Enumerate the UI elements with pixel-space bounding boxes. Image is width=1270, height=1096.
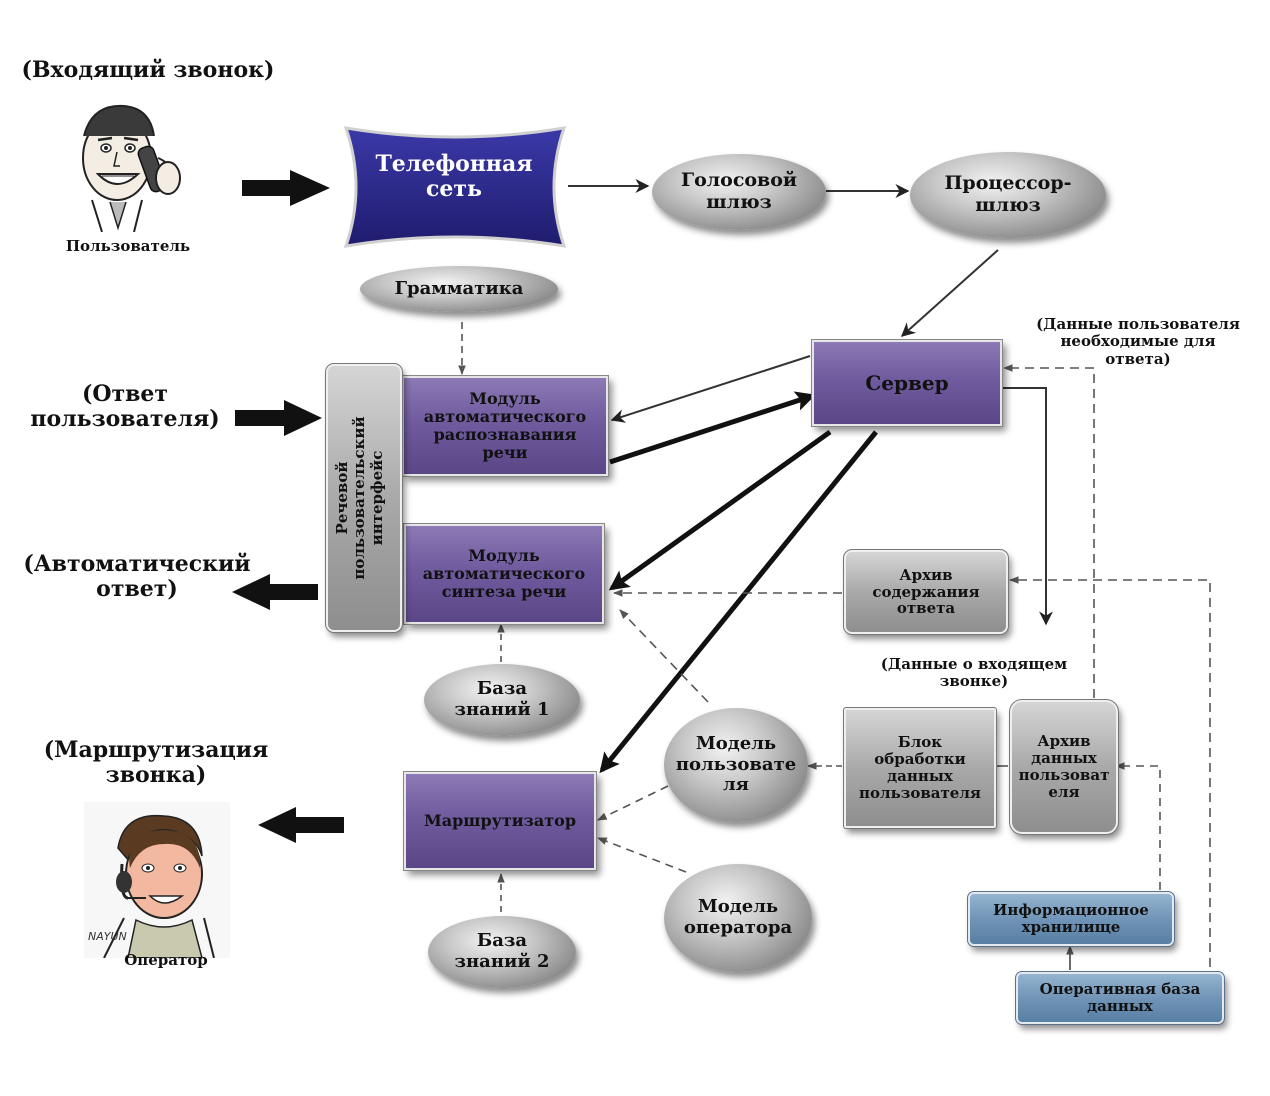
node-voice-ui xyxy=(325,363,403,633)
output-arrow-auto-answer xyxy=(232,574,318,610)
output-arrow-routing xyxy=(258,807,344,843)
label-auto-answer: (Автоматический ответ) xyxy=(23,551,251,603)
edge-server-tts xyxy=(608,429,832,591)
node-operator-model: Модель оператора xyxy=(664,864,812,972)
node-user-data-block: Блок обработки данных пользователя xyxy=(843,707,997,829)
node-user-model: Модель пользовате ля xyxy=(664,708,808,822)
label-incoming-call: (Входящий звонок) xyxy=(21,57,275,83)
label-call-routing: (Маршрутизация звонка) xyxy=(43,737,269,789)
node-info-storage: Информационное хранилище xyxy=(967,891,1175,947)
node-server: Сервер xyxy=(811,339,1003,427)
node-knowledge-base-1: База знаний 1 xyxy=(424,664,580,736)
node-voice-ui-label: Речевой пользовательский интерфейс xyxy=(333,416,386,580)
node-grammar: Грамматика xyxy=(360,266,558,312)
node-operational-db: Оперативная база данных xyxy=(1015,971,1225,1025)
phone-network-label: Телефонная сеть xyxy=(375,151,533,203)
label-incoming-call-data: (Данные о входящем звонке) xyxy=(880,655,1068,691)
edge-server-asr xyxy=(610,355,811,423)
node-asr-module: Модуль автоматического распознавания реч… xyxy=(401,375,609,477)
svg-text:NAYUN: NAYUN xyxy=(88,930,127,943)
label-user-answer: (Ответ пользователя) xyxy=(30,381,220,433)
edge-server-router xyxy=(599,430,878,774)
node-tts-module: Модуль автоматического синтеза речи xyxy=(403,523,605,625)
edge-server-userarchive xyxy=(1002,387,1053,626)
input-arrow-user-answer xyxy=(235,400,322,436)
label-operator-caption: Оператор xyxy=(124,951,208,969)
node-processor-gateway: Процессор- шлюз xyxy=(910,152,1106,238)
user-phone-icon xyxy=(82,104,181,232)
label-user-data-needed: (Данные пользователя необходимые для отв… xyxy=(1036,315,1240,368)
label-user-caption: Пользователь xyxy=(65,237,191,255)
node-router: Маршрутизатор xyxy=(403,771,597,871)
edge-processor-server xyxy=(900,249,999,337)
node-voice-gateway: Голосовой шлюз xyxy=(652,154,826,230)
edge-operatormodel-router xyxy=(597,837,687,873)
node-response-archive: Архив содержания ответа xyxy=(843,549,1009,635)
operator-headset-icon: NAYUN xyxy=(84,802,230,958)
edge-usermodel-tts xyxy=(619,609,709,703)
input-arrow-incoming xyxy=(242,170,330,206)
edge-info-userarchive xyxy=(1115,762,1161,890)
edge-asr-server xyxy=(609,391,816,465)
node-knowledge-base-2: База знаний 2 xyxy=(428,916,576,988)
phone-network-shape xyxy=(343,126,567,248)
edge-userarchive-server xyxy=(1003,364,1095,698)
node-user-data-archive: Архив данных пользоват еля xyxy=(1009,699,1119,835)
edge-usermodel-router xyxy=(597,785,669,821)
